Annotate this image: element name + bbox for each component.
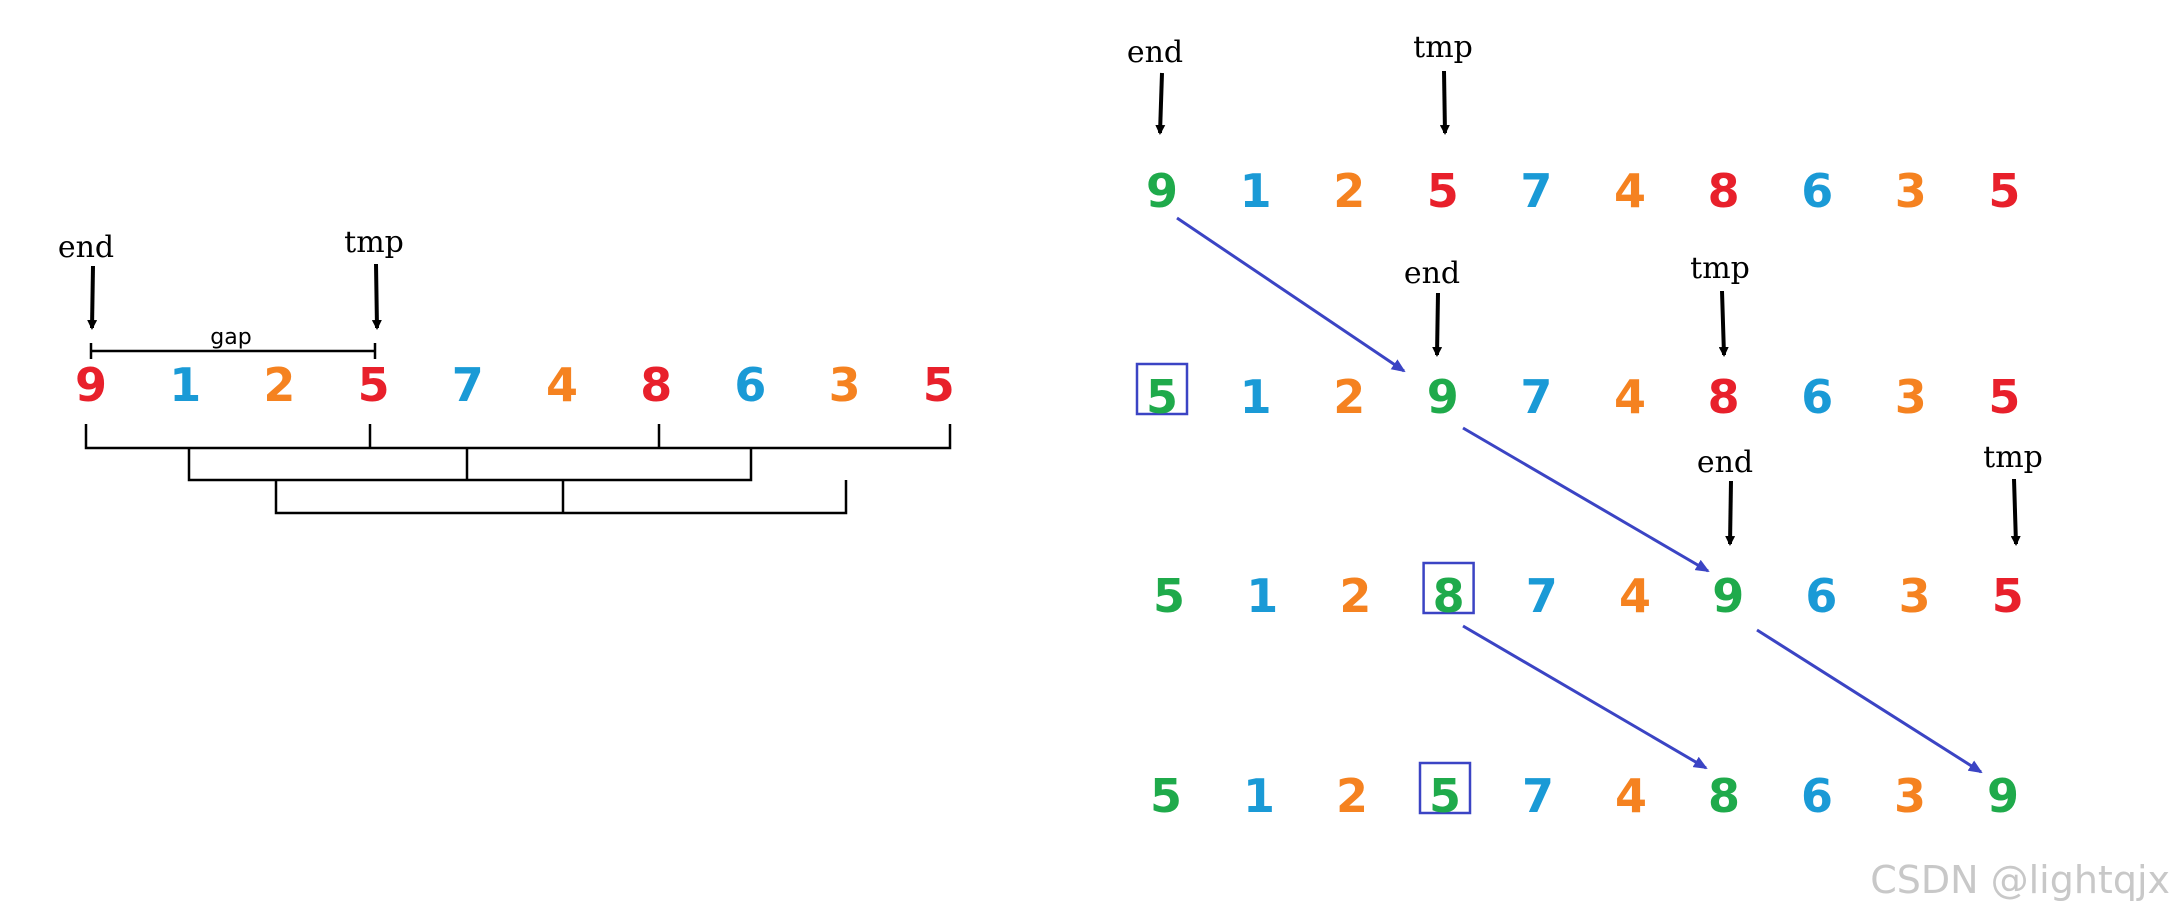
digit: 3 [1894,769,1926,823]
digit: 7 [1520,164,1552,218]
right-digit-rows: 9 1 2 5 7 4 8 6 3 5 5 1 2 9 7 4 8 6 3 5 5 1 2 8 7 4 9 6 3 5 5 1 2 5 7 4 8 6 3 9 [1135,164,2024,823]
digit: 5 [1992,569,2024,623]
row2-end-label: end [1404,256,1460,291]
digit: 2 [1339,569,1371,623]
digit: 3 [1895,164,1927,218]
digit: 4 [1619,569,1651,623]
digit: 6 [1801,164,1833,218]
digit: 9 [1427,370,1459,424]
move-arrow-1 [1176,216,1406,373]
digit: 7 [1522,769,1554,823]
digit: 4 [1614,164,1646,218]
left-digit-row: 9 1 2 5 7 4 8 6 3 5 [75,358,955,412]
left-digit: 1 [169,358,201,412]
digit: 5 [1988,370,2020,424]
left-digit: 2 [263,358,295,412]
highlight-box [1422,561,1475,615]
digit: 7 [1520,370,1552,424]
digit: 9 [1146,164,1178,218]
row1-end-label: end [1127,35,1183,70]
left-digit: 4 [546,358,578,412]
digit: 9 [1712,569,1744,623]
digit: 7 [1526,569,1558,623]
group-bracket-2 [187,448,753,482]
row3-tmp-label: tmp [1983,440,2043,475]
digit: 6 [1805,569,1837,623]
row3-tmp-arrow [2010,478,2021,546]
row2-tmp-arrow [1718,290,1729,357]
row1-tmp-label: tmp [1413,30,1473,65]
watermark: CSDN @lightqjx [1870,858,2170,902]
left-digit: 5 [358,358,390,412]
row2-tmp-label: tmp [1690,251,1750,286]
digit: 8 [1708,370,1740,424]
digit: 4 [1614,370,1646,424]
move-arrow-3 [1462,624,1708,770]
digit: 1 [1240,164,1272,218]
left-digit: 7 [452,358,484,412]
digit: 5 [1146,370,1178,424]
left-digit: 9 [75,358,107,412]
group-brackets [84,424,952,515]
digit: 1 [1246,569,1278,623]
digit: 6 [1801,370,1833,424]
left-tmp-label: tmp [344,225,404,260]
left-tmp-arrow [371,263,382,330]
digit: 6 [1801,769,1833,823]
digit: 2 [1333,370,1365,424]
digit: 2 [1333,164,1365,218]
move-arrows [1176,216,1983,774]
left-digit: 8 [640,358,672,412]
digit: 5 [1988,164,2020,218]
digit: 5 [1153,569,1185,623]
move-arrow-2 [1462,426,1710,573]
digit-row-4: 5 1 2 5 7 4 8 6 3 9 [1150,761,2019,823]
highlight-box [1418,761,1472,815]
row3-end-label: end [1697,445,1753,480]
digit: 8 [1708,164,1740,218]
digit: 3 [1895,370,1927,424]
left-digit: 6 [734,358,766,412]
left-digit: 3 [829,358,861,412]
row1-end-arrow [1155,72,1166,135]
group-bracket-1 [84,424,952,450]
row2-end-arrow [1432,292,1443,357]
digit: 4 [1615,769,1647,823]
digit: 8 [1433,569,1465,623]
digit-row-2: 5 1 2 9 7 4 8 6 3 5 [1135,362,2020,424]
left-end-arrow [87,265,98,330]
left-panel: end tmp gap 9 1 2 5 7 4 8 6 3 5 [58,225,955,515]
digit: 3 [1899,569,1931,623]
left-end-label: end [58,230,114,265]
digit: 1 [1240,370,1272,424]
group-bracket-3 [274,480,848,515]
digit: 5 [1150,769,1182,823]
gap-bracket: gap [89,325,377,359]
digit: 8 [1708,769,1740,823]
digit: 9 [1987,769,2019,823]
digit: 5 [1427,164,1459,218]
digit-row-1: 9 1 2 5 7 4 8 6 3 5 [1146,164,2020,218]
digit: 2 [1336,769,1368,823]
right-panel: end tmp end tmp end tmp 9 1 2 5 7 4 8 6 3 5 5 1 2 9 7 4… [1127,30,2043,823]
left-digit: 5 [923,358,955,412]
gap-label: gap [210,325,251,350]
digit: 5 [1429,769,1461,823]
highlight-box [1135,362,1189,416]
move-arrow-4 [1756,628,1983,774]
row3-end-arrow [1725,480,1736,546]
digit-row-3: 5 1 2 8 7 4 9 6 3 5 [1153,561,2024,623]
row1-tmp-arrow [1439,70,1450,135]
digit: 1 [1243,769,1275,823]
